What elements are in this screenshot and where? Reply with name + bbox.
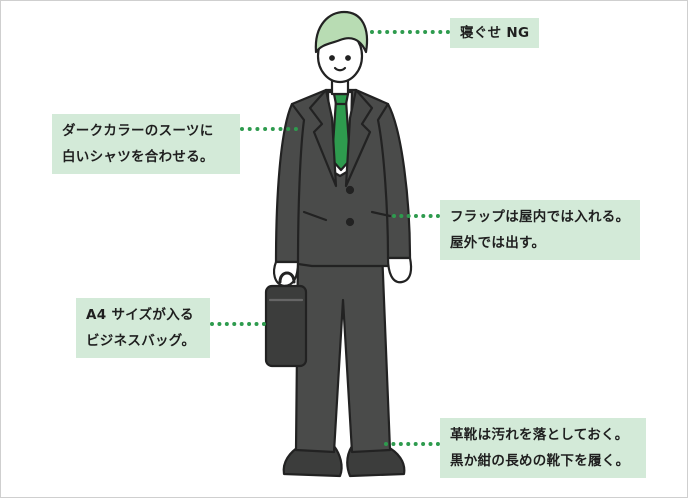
bag-handle	[278, 271, 296, 284]
right-hand	[386, 256, 413, 284]
leader-shoes	[384, 442, 440, 446]
leader-bag	[210, 322, 266, 326]
pocket-flap	[302, 210, 328, 222]
label-shoes-line-1: 革靴は汚れを落としておく。	[450, 427, 629, 443]
leader-flap	[392, 214, 440, 218]
label-bag-line-2: ビジネスバッグ。	[86, 333, 196, 349]
left-lapel	[308, 88, 338, 188]
jacket-button	[345, 185, 355, 195]
label-shoes: 革靴は汚れを落としておく。 黒か紺の長めの靴下を履く。	[440, 418, 646, 478]
label-suit: ダークカラーのスーツに 白いシャツを合わせる。	[52, 114, 240, 174]
label-bag-line-1: A4 サイズが入る	[86, 307, 194, 323]
label-suit-line-1: ダークカラーのスーツに	[62, 123, 214, 139]
label-shoes-line-2: 黒か紺の長めの靴下を履く。	[450, 453, 630, 469]
label-flap-line-2: 屋外では出す。	[450, 235, 546, 251]
right-shoe	[346, 444, 406, 478]
jacket-button	[345, 217, 355, 227]
leader-suit	[240, 127, 298, 131]
business-bag	[264, 284, 308, 368]
left-shoe	[282, 444, 343, 478]
leader-hair	[370, 30, 450, 34]
label-bag: A4 サイズが入る ビジネスバッグ。	[76, 298, 210, 358]
label-flap-line-1: フラップは屋内では入れる。	[450, 209, 630, 225]
label-hair: 寝ぐせ NG	[450, 18, 540, 48]
pocket-flap	[370, 210, 392, 218]
label-suit-line-2: 白いシャツを合わせる。	[62, 149, 214, 165]
hair	[314, 10, 369, 54]
label-hair-line-1: 寝ぐせ NG	[460, 25, 530, 41]
right-lapel	[344, 88, 374, 188]
label-flap: フラップは屋内では入れる。 屋外では出す。	[440, 200, 640, 260]
trousers	[294, 248, 392, 454]
